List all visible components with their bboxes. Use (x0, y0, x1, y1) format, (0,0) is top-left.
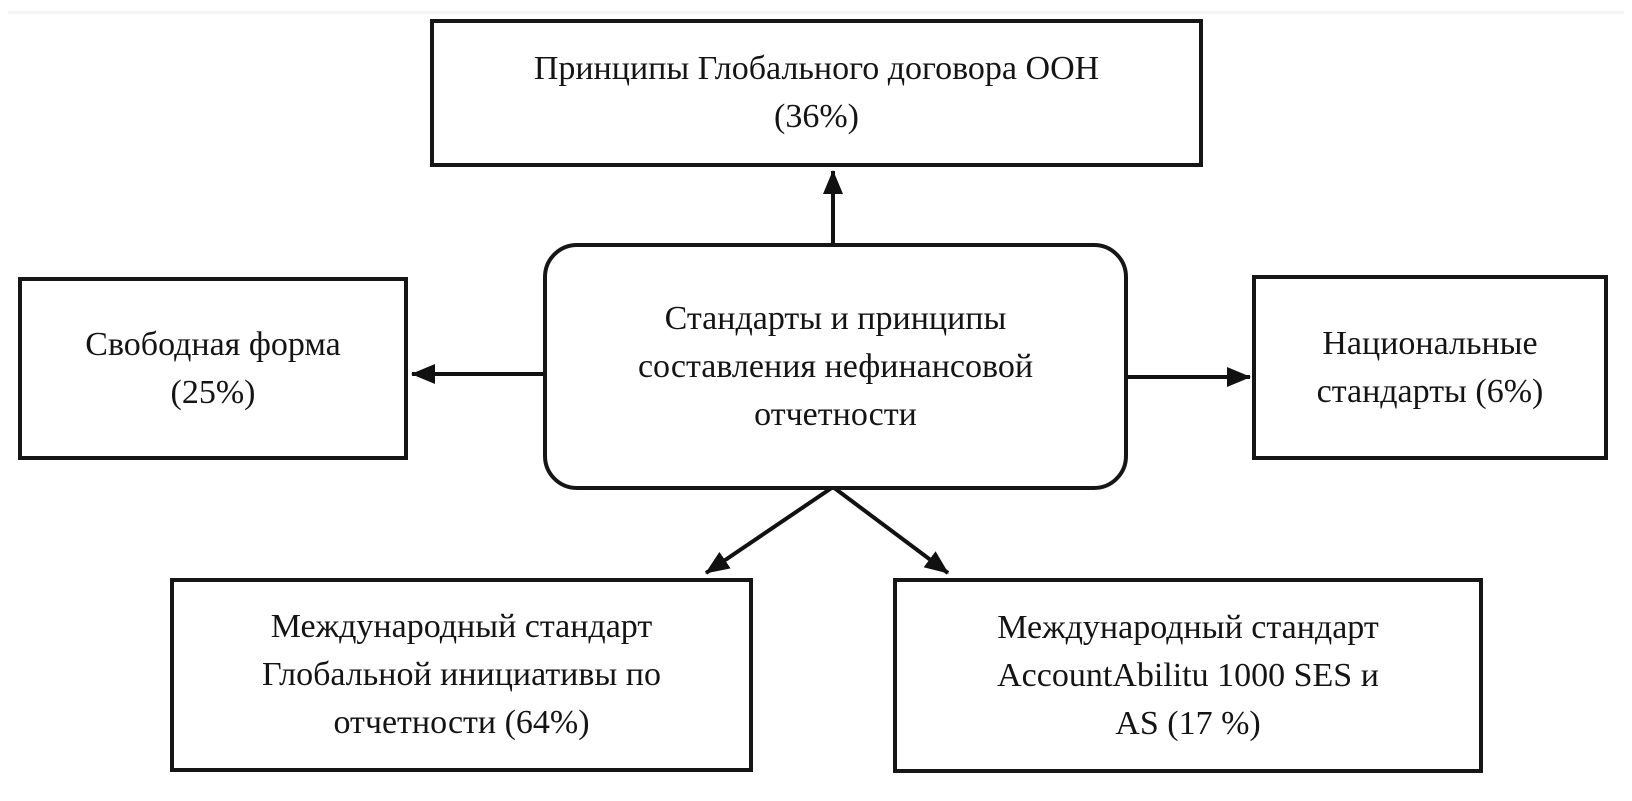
node-free-form: Свободная форма (25%) (18, 277, 408, 460)
node-label-line: (25%) (170, 373, 256, 411)
node-label-line: Свободная форма (85, 325, 341, 363)
node-label-line: отчетности (754, 395, 917, 433)
arrow-center-to-bottom-left (704, 485, 835, 575)
node-label-line: Национальные (1322, 324, 1538, 362)
node-label-line: составления нефинансовой (637, 347, 1034, 385)
node-label-line: стандарты (6%) (1316, 372, 1544, 410)
node-label-line: (36%) (774, 98, 859, 135)
node-label-line: Международный стандарт (270, 608, 653, 645)
faint-top-divider (8, 11, 1624, 14)
node-label-line: Глобальной инициативы по (262, 656, 661, 693)
node-label-line: AS (17 %) (1115, 704, 1261, 742)
arrow-center-to-bottom-right (831, 485, 950, 575)
node-gri-standard: Международный стандарт Глобальной инициа… (170, 578, 753, 772)
node-national-standards: Национальные стандарты (6%) (1252, 275, 1608, 460)
node-label-line: Принципы Глобального договора ООН (533, 50, 1100, 87)
node-standards-principles-hub: Стандарты и принципы составления нефинан… (543, 243, 1128, 490)
node-label-line: Международный стандарт (997, 608, 1379, 646)
node-label-line: AccountAbilitu 1000 SES и (997, 656, 1379, 694)
node-label-line: Стандарты и принципы (664, 299, 1007, 337)
node-label-line: отчетности (64%) (333, 704, 590, 741)
node-accountability-standard: Международный стандарт AccountAbilitu 10… (893, 578, 1483, 773)
node-un-global-compact-principles: Принципы Глобального договора ООН (36%) (430, 19, 1203, 167)
